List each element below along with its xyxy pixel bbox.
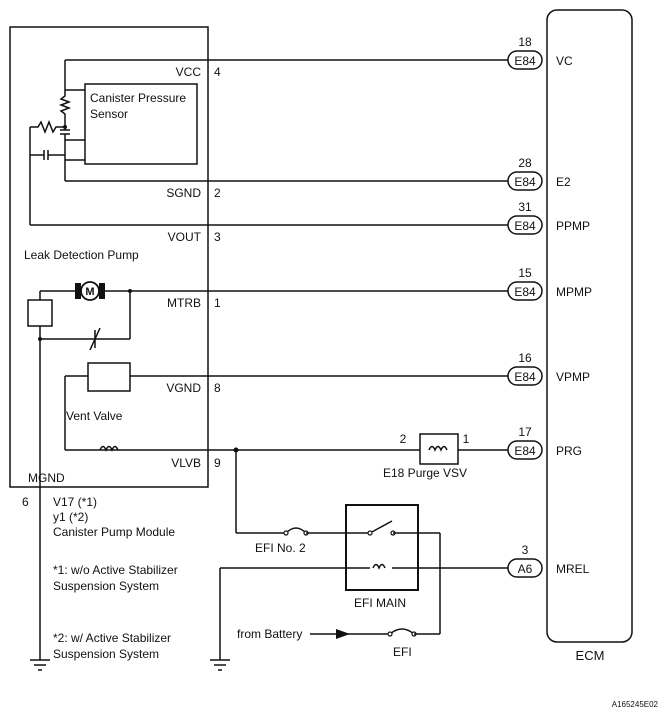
ground-symbol-module xyxy=(30,659,50,671)
ecm-pin-prg: E84 17 PRG xyxy=(507,425,582,460)
svg-text:A6: A6 xyxy=(518,562,533,576)
svg-text:E84: E84 xyxy=(514,444,536,458)
ecm-pin-ppmp: E84 31 PPMP xyxy=(507,200,590,235)
vlvb-pin: 9 xyxy=(214,456,221,470)
ecm-pin-vc: E84 18 VC xyxy=(507,35,573,70)
purge-vsv-label: E18 Purge VSV xyxy=(383,466,467,480)
gnd-pin: 6 xyxy=(22,495,29,509)
svg-text:E84: E84 xyxy=(514,370,536,384)
pump-label: Leak Detection Pump xyxy=(24,248,139,262)
mtrb-label: MTRB xyxy=(167,296,201,310)
efi-main-label: EFI MAIN xyxy=(354,596,406,610)
pump-module-box xyxy=(9,26,209,488)
svg-text:E84: E84 xyxy=(514,175,536,189)
note2-line2: Suspension System xyxy=(53,647,159,661)
mgnd-label: MGND xyxy=(28,471,65,485)
svg-text:E84: E84 xyxy=(514,285,536,299)
note1-line1: *1: w/o Active Stabilizer xyxy=(53,563,178,577)
mtrb-pin: 1 xyxy=(214,296,221,310)
vout-label: VOUT xyxy=(168,230,202,244)
sensor-bridge-circuit xyxy=(29,60,85,225)
vlvb-label: VLVB xyxy=(171,456,201,470)
ecm-pin-e2: E84 28 E2 xyxy=(507,156,571,191)
ecm-pin-mrel: A6 3 MREL xyxy=(507,543,590,578)
svg-text:VC: VC xyxy=(556,54,573,68)
ecm-pin-vpmp: E84 16 VPMP xyxy=(507,351,590,386)
svg-text:MREL: MREL xyxy=(556,562,590,576)
pressure-sensor-box xyxy=(84,83,198,165)
module-caption-2: y1 (*2) xyxy=(53,510,88,524)
svg-text:28: 28 xyxy=(518,156,532,170)
figure-code: A165245E02 xyxy=(612,700,659,709)
svg-text:16: 16 xyxy=(518,351,532,365)
sensor-label-1: Canister Pressure xyxy=(90,91,186,105)
svg-text:31: 31 xyxy=(518,200,532,214)
ecm-pin-mpmp: E84 15 MPMP xyxy=(507,266,592,301)
svg-text:15: 15 xyxy=(518,266,532,280)
ground-symbol-relay xyxy=(210,568,230,671)
motor-symbol: M xyxy=(85,286,94,298)
vent-valve-circuit xyxy=(64,362,131,450)
svg-text:E84: E84 xyxy=(514,54,536,68)
note1-line2: Suspension System xyxy=(53,579,159,593)
module-caption-3: Canister Pump Module xyxy=(53,525,175,539)
svg-text:MPMP: MPMP xyxy=(556,285,592,299)
vent-valve-coil-icon xyxy=(99,445,119,452)
efi-main-relay-box xyxy=(345,504,419,591)
efi-fuse-label: EFI xyxy=(393,645,412,659)
sgnd-pin: 2 xyxy=(214,186,221,200)
svg-text:3: 3 xyxy=(522,543,529,557)
vcc-pin: 4 xyxy=(214,65,221,79)
svg-text:PPMP: PPMP xyxy=(556,219,590,233)
ecm-box xyxy=(546,9,633,643)
vout-pin: 3 xyxy=(214,230,221,244)
arrow-icon xyxy=(336,629,350,639)
module-caption-1: V17 (*1) xyxy=(53,495,97,509)
vcc-label: VCC xyxy=(176,65,202,79)
efi-no2-label: EFI No. 2 xyxy=(255,541,306,555)
svg-text:18: 18 xyxy=(518,35,532,49)
from-battery-label: from Battery xyxy=(237,627,302,641)
sgnd-label: SGND xyxy=(166,186,201,200)
vgnd-label: VGND xyxy=(166,381,201,395)
svg-text:E84: E84 xyxy=(514,219,536,233)
svg-text:E2: E2 xyxy=(556,175,571,189)
purge-pin-left: 2 xyxy=(400,432,407,446)
ecm-label: ECM xyxy=(576,648,605,663)
svg-text:VPMP: VPMP xyxy=(556,370,590,384)
purge-vsv xyxy=(419,433,459,465)
note2-line1: *2: w/ Active Stabilizer xyxy=(53,631,171,645)
vgnd-pin: 8 xyxy=(214,381,221,395)
sensor-label-2: Sensor xyxy=(90,107,128,121)
motor-icon xyxy=(75,281,105,301)
svg-text:17: 17 xyxy=(518,425,532,439)
svg-text:PRG: PRG xyxy=(556,444,582,458)
vent-valve-label: Vent Valve xyxy=(66,409,123,423)
purge-pin-right: 1 xyxy=(463,432,470,446)
pump-motor-circuit xyxy=(27,289,132,660)
